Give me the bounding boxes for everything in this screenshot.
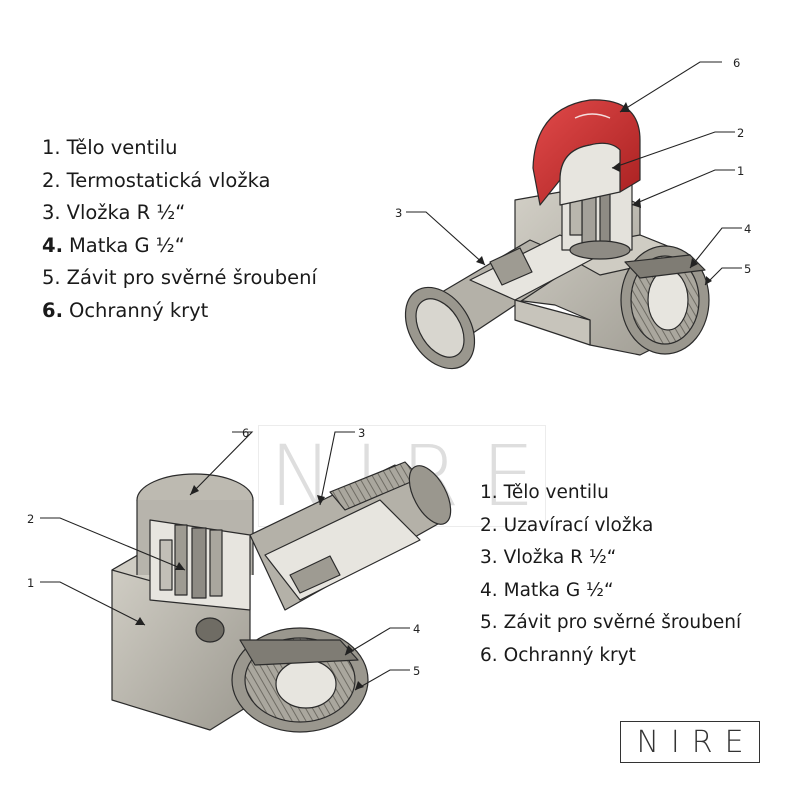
callout-top-4: 4 bbox=[744, 222, 751, 236]
legend-text: Termostatická vložka bbox=[66, 168, 271, 192]
legend-bottom-item-4: 4.Matka G ½“ bbox=[480, 576, 741, 609]
legend-num: 4. bbox=[42, 233, 63, 257]
legend-top-item-1: 1.Tělo ventilu bbox=[42, 133, 317, 166]
legend-num: 2. bbox=[480, 514, 498, 536]
logo-text: NIRE bbox=[636, 724, 756, 760]
valve-bottom-illustration bbox=[111, 461, 452, 733]
valve-top-illustration bbox=[404, 99, 710, 370]
callout-top-3: 3 bbox=[395, 206, 402, 220]
legend-num: 5. bbox=[42, 266, 61, 290]
callouts-top bbox=[40, 61, 742, 691]
legend-text: Závit pro svěrné šroubení bbox=[66, 266, 317, 290]
legend-top-item-3: 3.Vložka R ½“ bbox=[42, 198, 317, 231]
legend-num: 5. bbox=[480, 612, 498, 634]
legend-top-item-2: 2.Termostatická vložka bbox=[42, 166, 317, 199]
legend-text: Tělo ventilu bbox=[503, 482, 609, 503]
legend-bottom-item-5: 5.Závit pro svěrné šroubení bbox=[480, 608, 741, 641]
legend-bottom-item-6: 6.Ochranný kryt bbox=[480, 641, 741, 674]
legend-num: 3. bbox=[480, 547, 498, 569]
legend-top-item-4: 4.Matka G ½“ bbox=[42, 231, 317, 264]
legend-text: Matka G ½“ bbox=[68, 233, 185, 257]
legend-text: Vložka R ½“ bbox=[66, 201, 186, 225]
callout-bottom-6: 6 bbox=[242, 426, 249, 440]
legend-num: 3. bbox=[42, 201, 61, 225]
legend-top-item-5: 5.Závit pro svěrné šroubení bbox=[42, 263, 317, 296]
legend-text: Závit pro svěrné šroubení bbox=[503, 612, 742, 634]
legend-num: 6. bbox=[42, 298, 63, 322]
legend-num: 4. bbox=[480, 579, 498, 601]
callout-top-5: 5 bbox=[744, 262, 751, 276]
callout-top-6: 6 bbox=[733, 56, 740, 70]
legend-bottom-item-1: 1.Tělo ventilu bbox=[480, 478, 741, 511]
legend-bottom-item-3: 3.Vložka R ½“ bbox=[480, 543, 741, 576]
nire-logo: NIRE bbox=[620, 721, 760, 763]
callout-bottom-5: 5 bbox=[413, 664, 420, 678]
callout-top-2: 2 bbox=[737, 126, 744, 140]
legend-text: Ochranný kryt bbox=[503, 644, 636, 666]
callout-bottom-4: 4 bbox=[413, 622, 420, 636]
legend-text: Matka G ½“ bbox=[503, 579, 614, 601]
legend-top: 1.Tělo ventilu 2.Termostatická vložka 3.… bbox=[42, 133, 317, 329]
legend-num: 1. bbox=[42, 136, 61, 159]
legend-text: Vložka R ½“ bbox=[503, 547, 617, 569]
legend-text: Uzavírací vložka bbox=[503, 514, 654, 536]
callout-bottom-2: 2 bbox=[27, 512, 34, 526]
arrowheads bbox=[135, 102, 712, 690]
legend-text: Tělo ventilu bbox=[66, 136, 178, 159]
legend-num: 6. bbox=[480, 644, 498, 666]
legend-num: 1. bbox=[480, 482, 498, 503]
legend-top-item-6: 6.Ochranný kryt bbox=[42, 296, 317, 329]
callout-top-1: 1 bbox=[737, 164, 744, 178]
legend-text: Ochranný kryt bbox=[68, 298, 209, 322]
legend-num: 2. bbox=[42, 168, 61, 192]
callout-bottom-1: 1 bbox=[27, 576, 34, 590]
legend-bottom: 1.Tělo ventilu 2.Uzavírací vložka 3.Vlož… bbox=[480, 478, 741, 674]
legend-bottom-item-2: 2.Uzavírací vložka bbox=[480, 511, 741, 544]
callout-numbers: 6 2 1 3 4 5 6 3 2 1 4 5 bbox=[27, 56, 751, 678]
callout-bottom-3: 3 bbox=[358, 426, 365, 440]
